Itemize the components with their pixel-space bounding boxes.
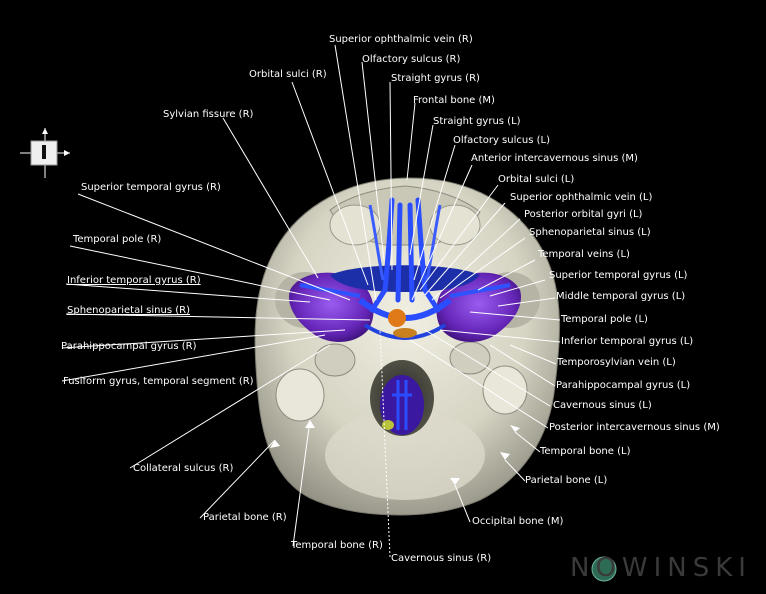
label-temporal-pole-r: Temporal pole (R) xyxy=(73,234,162,245)
label-superior-ophthalmic-vein-l: Superior ophthalmic vein (L) xyxy=(510,192,653,203)
label-superior-temporal-gyrus-l: Superior temporal gyrus (L) xyxy=(549,270,688,281)
brand-logo-brain xyxy=(591,556,617,582)
label-occipital-bone-m: Occipital bone (M) xyxy=(472,516,564,527)
label-parietal-bone-r: Parietal bone (R) xyxy=(203,512,287,523)
label-temporosylvian-vein-l: Temporosylvian vein (L) xyxy=(557,357,676,368)
label-sylvian-fissure-r: Sylvian fissure (R) xyxy=(163,109,254,120)
label-straight-gyrus-l: Straight gyrus (L) xyxy=(433,116,521,127)
label-cavernous-sinus-l: Cavernous sinus (L) xyxy=(553,400,652,411)
label-cavernous-sinus-r: Cavernous sinus (R) xyxy=(391,553,492,564)
label-anterior-intercavernous-sinus-m: Anterior intercavernous sinus (M) xyxy=(471,153,638,164)
brand-wordmark: NOWINSKI xyxy=(570,553,752,583)
leader-lines xyxy=(61,44,561,558)
orientation-widget xyxy=(20,128,70,178)
label-orbital-sulci-r: Orbital sulci (R) xyxy=(249,69,327,80)
left-temporal-lobe xyxy=(436,272,521,342)
label-olfactory-sulcus-l: Olfactory sulcus (L) xyxy=(453,135,550,146)
label-fusiform-gyrus-temporal-segment-r: Fusiform gyrus, temporal segment (R) xyxy=(63,376,254,387)
label-middle-temporal-gyrus-l: Middle temporal gyrus (L) xyxy=(556,291,686,302)
label-parietal-bone-l: Parietal bone (L) xyxy=(525,475,608,486)
label-collateral-sulcus-r: Collateral sulcus (R) xyxy=(133,463,234,474)
venous-sinuses xyxy=(369,197,441,313)
label-posterior-intercavernous-sinus-m: Posterior intercavernous sinus (M) xyxy=(549,422,720,433)
label-superior-ophthalmic-vein-r: Superior ophthalmic vein (R) xyxy=(329,34,473,45)
label-sphenoparietal-sinus-r: Sphenoparietal sinus (R) xyxy=(67,305,190,316)
right-temporal-lobe xyxy=(289,272,374,342)
label-straight-gyrus-r: Straight gyrus (R) xyxy=(391,73,480,84)
label-inferior-temporal-gyrus-l: Inferior temporal gyrus (L) xyxy=(561,336,694,347)
pituitary xyxy=(388,309,406,327)
label-parahippocampal-gyrus-l: Parahippocampal gyrus (L) xyxy=(556,380,691,391)
label-inferior-temporal-gyrus-r: Inferior temporal gyrus (R) xyxy=(67,275,201,286)
label-temporal-pole-l: Temporal pole (L) xyxy=(561,314,648,325)
skull-outline xyxy=(254,177,560,516)
label-orbital-sulci-l: Orbital sulci (L) xyxy=(498,174,575,185)
label-olfactory-sulcus-r: Olfactory sulcus (R) xyxy=(362,54,461,65)
label-temporal-bone-r: Temporal bone (R) xyxy=(291,540,383,551)
label-posterior-orbital-gyri-l: Posterior orbital gyri (L) xyxy=(524,209,643,220)
label-parahippocampal-gyrus-r: Parahippocampal gyrus (R) xyxy=(61,341,197,352)
label-superior-temporal-gyrus-r: Superior temporal gyrus (R) xyxy=(81,182,221,193)
label-sphenoparietal-sinus-l: Sphenoparietal sinus (L) xyxy=(529,227,651,238)
label-frontal-bone-m: Frontal bone (M) xyxy=(413,95,495,106)
label-temporal-bone-l: Temporal bone (L) xyxy=(540,446,631,457)
label-temporal-veins-l: Temporal veins (L) xyxy=(538,249,630,260)
